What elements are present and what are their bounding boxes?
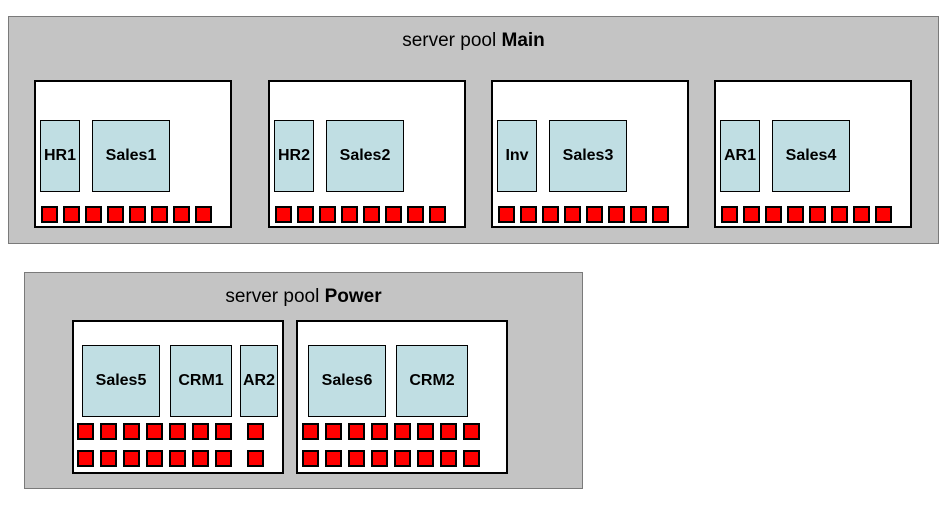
resource-unit bbox=[348, 450, 365, 467]
resource-unit bbox=[100, 423, 117, 440]
resource-unit bbox=[394, 423, 411, 440]
resource-unit bbox=[123, 423, 140, 440]
pool-title-prefix: server pool bbox=[402, 30, 497, 51]
resource-unit bbox=[85, 206, 102, 223]
resource-unit bbox=[302, 423, 319, 440]
resource-unit bbox=[77, 423, 94, 440]
vm-hr1[interactable]: HR1 bbox=[40, 120, 80, 192]
pool-title: server pool Power bbox=[25, 287, 582, 306]
resource-unit bbox=[169, 423, 186, 440]
resource-unit bbox=[363, 206, 380, 223]
pool-title-name: Main bbox=[501, 30, 545, 51]
resource-unit bbox=[123, 450, 140, 467]
resource-unit bbox=[429, 206, 446, 223]
resource-unit bbox=[325, 450, 342, 467]
resource-unit bbox=[297, 206, 314, 223]
resource-unit bbox=[809, 206, 826, 223]
resource-unit bbox=[498, 206, 515, 223]
resource-unit bbox=[586, 206, 603, 223]
vm-sales2[interactable]: Sales2 bbox=[326, 120, 404, 192]
pool-title-prefix: server pool bbox=[225, 286, 320, 307]
resource-unit bbox=[302, 450, 319, 467]
resource-unit bbox=[463, 450, 480, 467]
resource-unit bbox=[371, 423, 388, 440]
resource-unit bbox=[247, 450, 264, 467]
resource-unit bbox=[63, 206, 80, 223]
resource-unit bbox=[173, 206, 190, 223]
pool-title-name: Power bbox=[324, 286, 382, 307]
resource-unit bbox=[440, 423, 457, 440]
resource-unit bbox=[385, 206, 402, 223]
vm-ar1[interactable]: AR1 bbox=[720, 120, 760, 192]
resource-unit bbox=[417, 450, 434, 467]
resource-unit bbox=[371, 450, 388, 467]
vm-ar2[interactable]: AR2 bbox=[240, 345, 278, 417]
resource-unit bbox=[564, 206, 581, 223]
resource-unit bbox=[787, 206, 804, 223]
resource-unit bbox=[417, 423, 434, 440]
resource-unit bbox=[275, 206, 292, 223]
vm-sales5[interactable]: Sales5 bbox=[82, 345, 160, 417]
vm-inv[interactable]: Inv bbox=[497, 120, 537, 192]
vm-sales1[interactable]: Sales1 bbox=[92, 120, 170, 192]
resource-unit bbox=[652, 206, 669, 223]
resource-unit bbox=[169, 450, 186, 467]
resource-unit bbox=[215, 423, 232, 440]
resource-unit bbox=[192, 423, 209, 440]
resource-unit bbox=[151, 206, 168, 223]
resource-unit bbox=[41, 206, 58, 223]
resource-unit bbox=[77, 450, 94, 467]
resource-unit bbox=[440, 450, 457, 467]
vm-crm2[interactable]: CRM2 bbox=[396, 345, 468, 417]
resource-unit bbox=[319, 206, 336, 223]
resource-unit bbox=[721, 206, 738, 223]
resource-unit bbox=[341, 206, 358, 223]
resource-unit bbox=[100, 450, 117, 467]
resource-unit bbox=[348, 423, 365, 440]
vm-crm1[interactable]: CRM1 bbox=[170, 345, 232, 417]
resource-unit bbox=[765, 206, 782, 223]
resource-unit bbox=[831, 206, 848, 223]
resource-unit bbox=[463, 423, 480, 440]
pool-title: server pool Main bbox=[9, 31, 938, 50]
resource-unit bbox=[394, 450, 411, 467]
resource-unit bbox=[247, 423, 264, 440]
vm-sales4[interactable]: Sales4 bbox=[772, 120, 850, 192]
resource-unit bbox=[542, 206, 559, 223]
vm-sales3[interactable]: Sales3 bbox=[549, 120, 627, 192]
resource-unit bbox=[608, 206, 625, 223]
resource-unit bbox=[407, 206, 424, 223]
resource-unit bbox=[875, 206, 892, 223]
resource-unit bbox=[195, 206, 212, 223]
resource-unit bbox=[630, 206, 647, 223]
vm-sales6[interactable]: Sales6 bbox=[308, 345, 386, 417]
vm-hr2[interactable]: HR2 bbox=[274, 120, 314, 192]
resource-unit bbox=[520, 206, 537, 223]
resource-unit bbox=[129, 206, 146, 223]
resource-unit bbox=[743, 206, 760, 223]
resource-unit bbox=[146, 423, 163, 440]
resource-unit bbox=[192, 450, 209, 467]
resource-unit bbox=[853, 206, 870, 223]
resource-unit bbox=[215, 450, 232, 467]
resource-unit bbox=[107, 206, 124, 223]
resource-unit bbox=[146, 450, 163, 467]
resource-unit bbox=[325, 423, 342, 440]
